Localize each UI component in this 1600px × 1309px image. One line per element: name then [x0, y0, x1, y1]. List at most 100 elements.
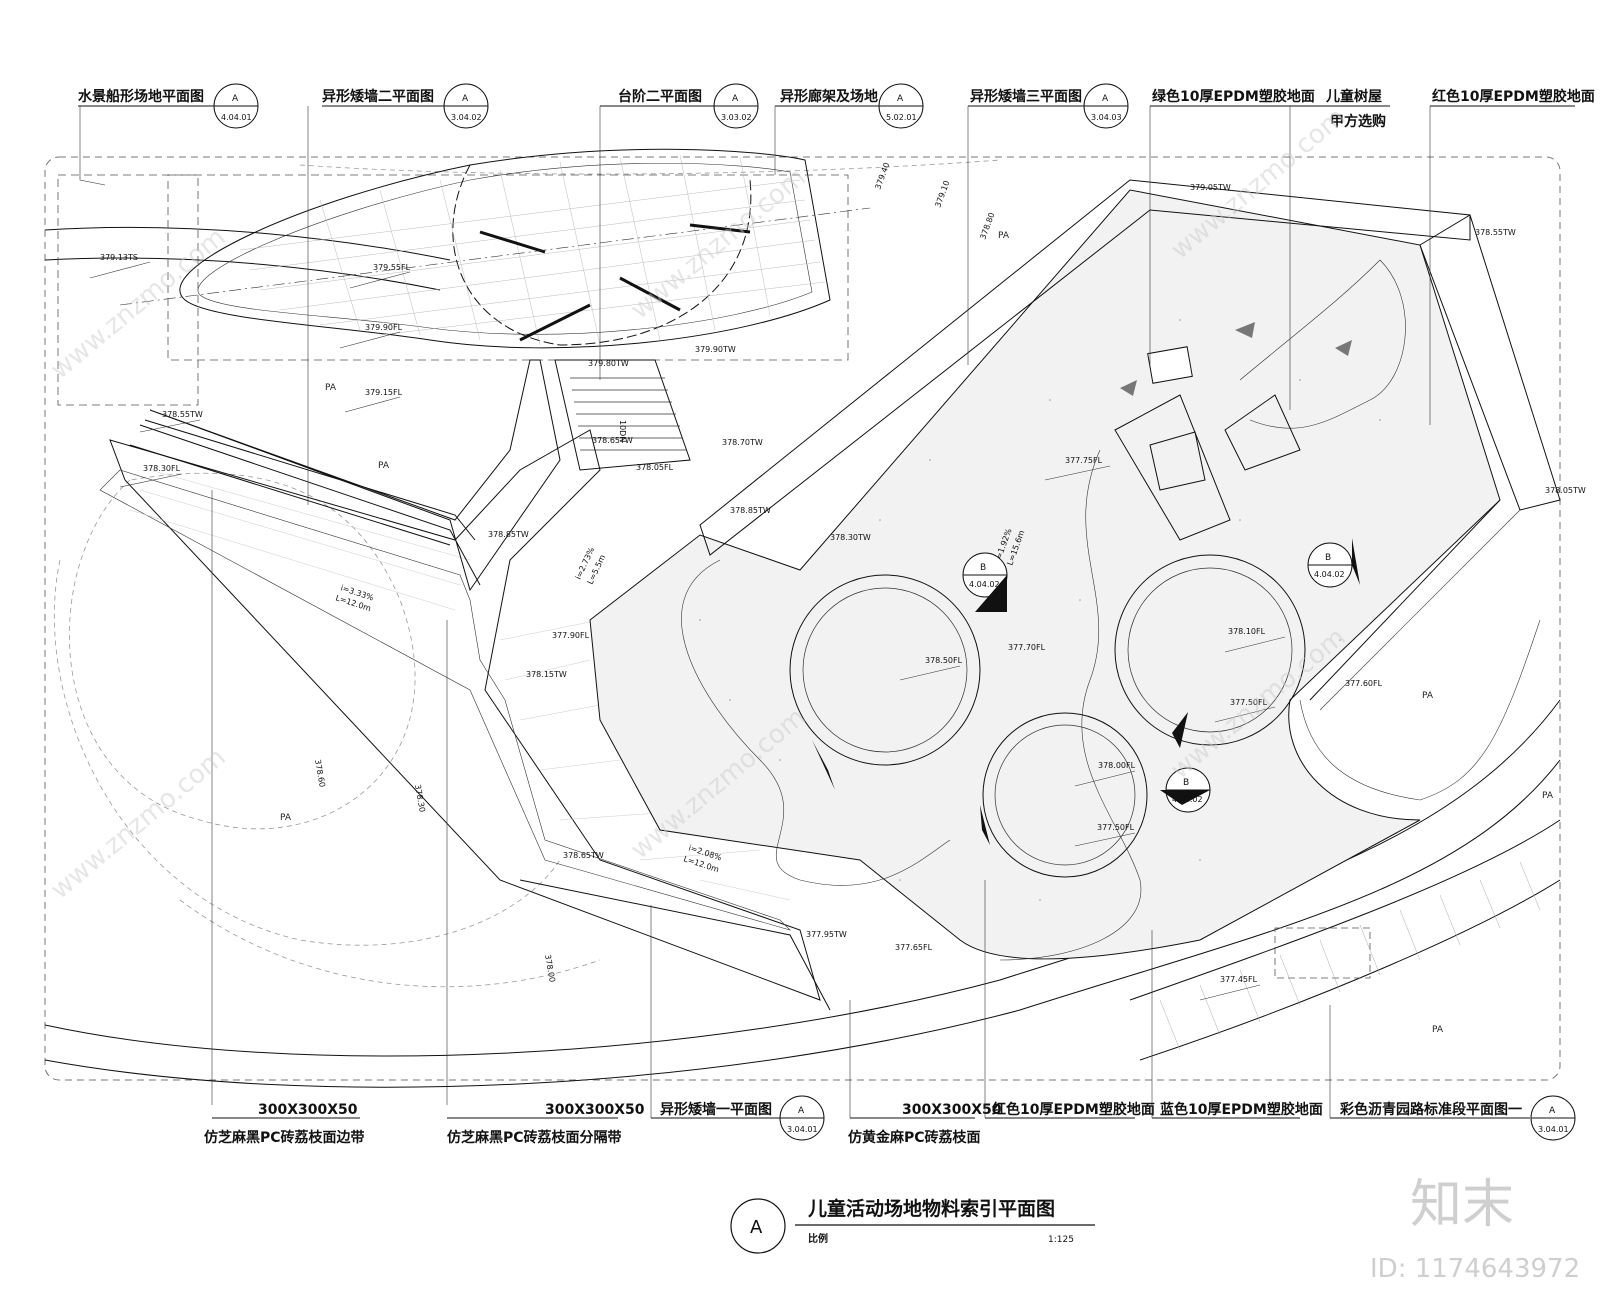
section-mark: B 4.04.02	[1172, 538, 1360, 748]
svg-text:377.50FL: 377.50FL	[1097, 823, 1135, 832]
svg-text:377.75FL: 377.75FL	[1065, 456, 1103, 465]
svg-text:378.05FL: 378.05FL	[636, 463, 674, 472]
callout-green-epdm: 绿色10厚EPDM塑胶地面	[1149, 88, 1315, 365]
svg-text:A: A	[232, 94, 239, 104]
svg-text:379.10: 379.10	[933, 179, 951, 208]
callout-red-epdm-top: 红色10厚EPDM塑胶地面	[1429, 88, 1595, 425]
scale-value: 1:125	[1048, 1235, 1074, 1245]
svg-text:PA: PA	[1432, 1025, 1444, 1035]
svg-text:儿童树屋: 儿童树屋	[1325, 88, 1382, 105]
contour-labels: 379.40 379.10 378.80 378.60 378.30 378.0…	[313, 161, 996, 983]
watermark-brand: 知末	[1410, 1175, 1514, 1235]
paving-band-left	[99, 419, 831, 1011]
svg-text:378.30: 378.30	[413, 784, 427, 813]
epdm-play-area	[589, 189, 1541, 961]
svg-text:300X300X50: 300X300X50	[258, 1102, 358, 1118]
elevation-mark: 379.55FL	[349, 263, 411, 289]
svg-text:378.50FL: 378.50FL	[925, 656, 963, 665]
boat-shaped-plaza	[57, 148, 871, 406]
svg-text:A: A	[732, 94, 739, 104]
elevation-mark: 377.90FL	[552, 631, 590, 640]
svg-text:4.04.02: 4.04.02	[969, 580, 1000, 589]
svg-text:3.04.01: 3.04.01	[1538, 1125, 1569, 1134]
plan-extent-boundary	[44, 156, 1561, 1081]
svg-text:A: A	[1549, 1106, 1556, 1116]
svg-text:377.45FL: 377.45FL	[1220, 975, 1258, 984]
elevation-mark: 377.95TW	[806, 930, 847, 939]
elevation-mark: 378.30FL	[119, 464, 183, 488]
elevation-mark: 378.10FL	[1224, 627, 1286, 653]
elevation-mark: 377.45FL	[1199, 975, 1261, 1001]
elevation-mark: 379.05TW	[1190, 183, 1231, 192]
svg-text:300X300X50: 300X300X50	[545, 1102, 645, 1118]
svg-text:4.04.02: 4.04.02	[1172, 795, 1203, 804]
stair-direction-label: 10DN	[618, 420, 627, 442]
svg-text:3.04.01: 3.04.01	[787, 1125, 818, 1134]
svg-text:水景船形场地平面图: 水景船形场地平面图	[78, 88, 204, 105]
elevation-mark: 379.13TS	[89, 253, 151, 279]
svg-text:379.55FL: 379.55FL	[373, 263, 411, 272]
svg-text:PA: PA	[1542, 791, 1554, 801]
svg-text:377.50FL: 377.50FL	[1230, 698, 1268, 707]
elevation-mark: 377.75FL	[1044, 456, 1111, 481]
drawing-title-block: A 儿童活动场地物料索引平面图 比例 1:125	[730, 1197, 1095, 1254]
svg-text:异形廊架及场地: 异形廊架及场地	[780, 88, 878, 105]
slope-label: i=2.73%L=5.5m	[574, 546, 608, 586]
svg-text:378.15TW: 378.15TW	[526, 670, 567, 679]
elevation-mark: 379.15FL	[344, 388, 403, 413]
svg-text:A: A	[1102, 94, 1109, 104]
svg-text:仿黄金麻PC砖荔枝面: 仿黄金麻PC砖荔枝面	[848, 1129, 981, 1146]
svg-text:377.95TW: 377.95TW	[806, 930, 847, 939]
svg-text:异形矮墙一平面图: 异形矮墙一平面图	[660, 1101, 772, 1118]
svg-text:378.65TW: 378.65TW	[563, 851, 604, 860]
svg-text:5.02.01: 5.02.01	[886, 113, 917, 122]
callout-gold-paver: 300X300X50 仿黄金麻PC砖荔枝面	[848, 1000, 1002, 1146]
callout-low-wall-two: 异形矮墙二平面图 A 3.04.02	[307, 83, 489, 505]
svg-text:B: B	[1325, 553, 1331, 563]
low-wall-two	[139, 359, 561, 592]
svg-text:378.70TW: 378.70TW	[722, 438, 763, 447]
callout-pergola: 异形廊架及场地 A 5.02.01	[774, 83, 924, 175]
drawing-title: 儿童活动场地物料索引平面图	[807, 1197, 1055, 1220]
svg-text:3.04.03: 3.04.03	[1091, 113, 1122, 122]
svg-text:A: A	[798, 1106, 805, 1116]
title-mark: A	[750, 1217, 763, 1238]
svg-text:仿芝麻黑PC砖荔枝面边带: 仿芝麻黑PC砖荔枝面边带	[204, 1129, 365, 1146]
svg-text:4.04.01: 4.04.01	[221, 113, 252, 122]
svg-text:蓝色10厚EPDM塑胶地面: 蓝色10厚EPDM塑胶地面	[1160, 1101, 1323, 1118]
elevation-mark: 378.65TW	[563, 851, 604, 860]
elevation-mark: 379.90FL	[339, 323, 403, 349]
scale-label: 比例	[808, 1232, 828, 1245]
elevation-mark: 377.70FL	[1008, 643, 1046, 652]
elevation-mark: 378.65TW	[592, 436, 633, 445]
watermark-id: ID: 1174643972	[1370, 1254, 1580, 1284]
elevation-mark: 378.55TW	[139, 410, 203, 433]
svg-text:www.znzmo.com: www.znzmo.com	[45, 742, 231, 905]
area-labels: PA PA PA PA PA PA PA	[280, 231, 1554, 1035]
svg-text:异形矮墙二平面图: 异形矮墙二平面图	[322, 88, 434, 105]
elevation-mark: 377.60FL	[1345, 679, 1383, 688]
svg-text:B: B	[1183, 778, 1189, 788]
svg-text:378.85TW: 378.85TW	[488, 530, 529, 539]
svg-text:378.60: 378.60	[313, 759, 327, 788]
svg-text:379.90TW: 379.90TW	[695, 345, 736, 354]
colored-asphalt-road	[1129, 819, 1561, 1061]
svg-text:378.10FL: 378.10FL	[1228, 627, 1266, 636]
svg-text:377.65FL: 377.65FL	[895, 943, 933, 952]
elevation-mark: 378.05FL	[636, 463, 674, 472]
elevation-mark: 379.90TW	[695, 345, 736, 354]
svg-text:异形矮墙三平面图: 异形矮墙三平面图	[970, 88, 1082, 105]
svg-text:300X300X50: 300X300X50	[902, 1102, 1002, 1118]
svg-text:379.80TW: 379.80TW	[588, 359, 629, 368]
svg-text:A: A	[897, 94, 904, 104]
elevation-mark: 378.30TW	[830, 533, 871, 542]
svg-text:PA: PA	[998, 231, 1010, 241]
svg-text:379.15FL: 379.15FL	[365, 388, 403, 397]
top-callouts: 水景船形场地平面图 A 4.04.01 异形矮墙二平面图 A 3.04.02 台…	[78, 83, 1595, 505]
svg-text:377.70FL: 377.70FL	[1008, 643, 1046, 652]
svg-text:红色10厚EPDM塑胶地面: 红色10厚EPDM塑胶地面	[1432, 88, 1595, 105]
low-wall-three	[699, 179, 1561, 711]
callout-asphalt-road: 彩色沥青园路标准段平面图一 A 3.04.01	[1329, 1005, 1576, 1141]
svg-text:378.55TW: 378.55TW	[162, 410, 203, 419]
callout-boat-plaza: 水景船形场地平面图 A 4.04.01	[78, 83, 259, 186]
